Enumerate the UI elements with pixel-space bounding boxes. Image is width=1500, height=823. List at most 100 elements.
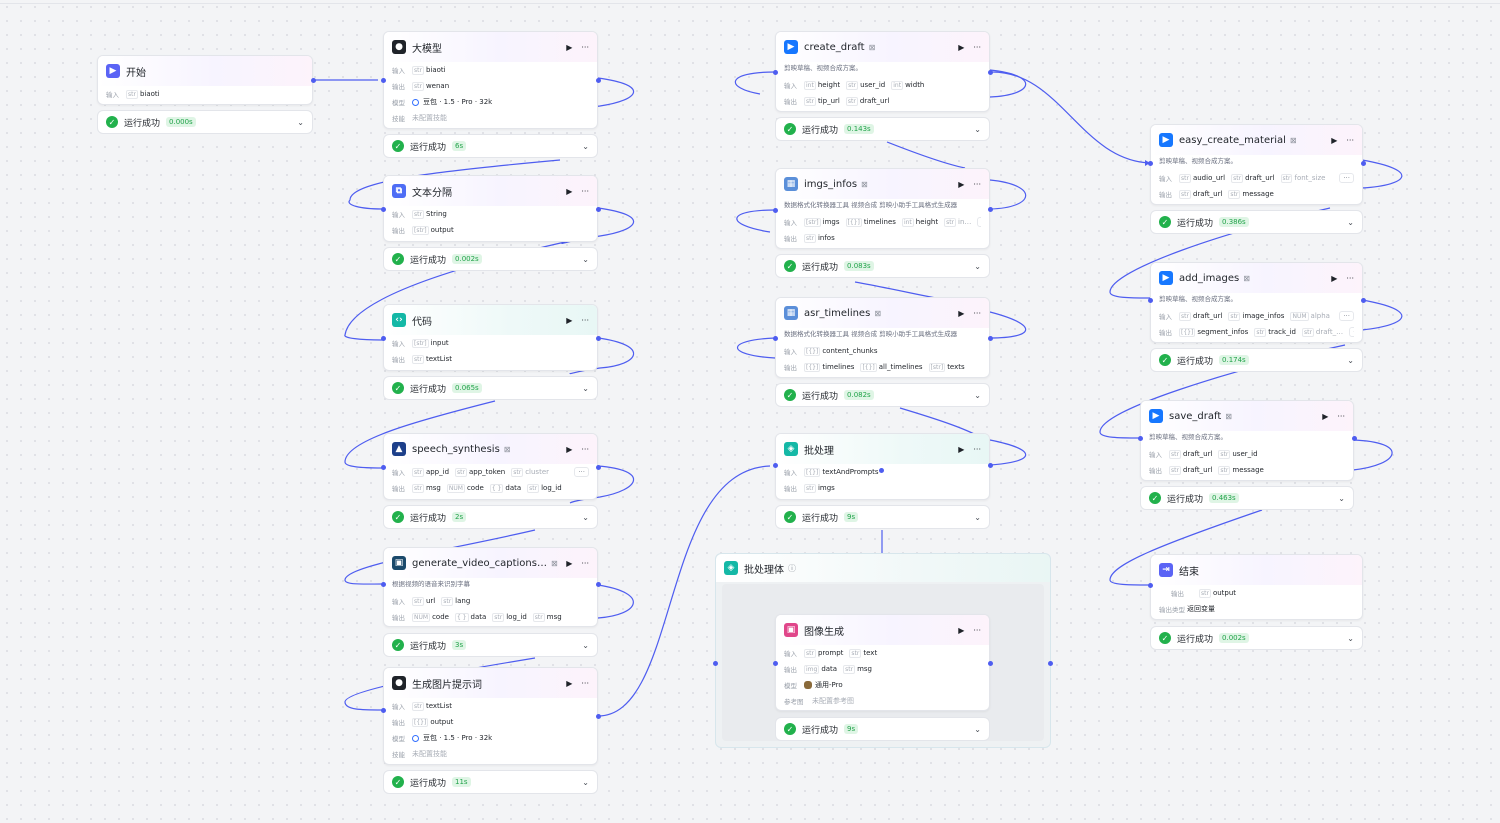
output-port[interactable] [988,70,993,75]
input-port[interactable] [773,208,778,213]
run-icon[interactable]: ▶ [958,625,965,635]
input-port[interactable] [381,582,386,587]
more-icon[interactable]: ··· [581,558,589,568]
output-port[interactable] [988,336,993,341]
output-port[interactable] [988,207,993,212]
chevron-down-icon[interactable]: ⌄ [1347,355,1354,365]
chevron-down-icon[interactable]: ⌄ [974,261,981,271]
input-port[interactable] [1138,436,1143,441]
run-icon[interactable]: ▶ [566,558,573,568]
run-icon[interactable]: ▶ [566,186,573,196]
run-icon[interactable]: ▶ [958,179,965,189]
input-port[interactable] [773,336,778,341]
run-icon[interactable]: ▶ [958,42,965,52]
run-icon[interactable]: ▶ [566,42,573,52]
input-port[interactable] [1148,583,1153,588]
output-port[interactable] [988,661,993,666]
more-icon[interactable]: ··· [581,42,589,52]
input-port[interactable] [381,465,386,470]
more-icon[interactable]: ··· [973,625,981,635]
output-port[interactable] [1361,161,1366,166]
input-port[interactable] [1148,161,1153,166]
node-imgs-infos[interactable]: ▦imgs_infos⊠▶··· 数据格式化转换器工具 视频合成 剪映小助手工具… [775,168,990,249]
output-port[interactable] [1048,661,1053,666]
chevron-down-icon[interactable]: ⌄ [974,724,981,734]
run-icon[interactable]: ▶ [1331,273,1338,283]
input-port[interactable] [773,70,778,75]
chevron-down-icon[interactable]: ⌄ [582,254,589,264]
more-outputs-button[interactable]: ··· [1349,327,1354,337]
chevron-down-icon[interactable]: ⌄ [297,117,304,127]
chevron-down-icon[interactable]: ⌄ [974,512,981,522]
run-icon[interactable]: ▶ [1331,135,1338,145]
more-icon[interactable]: ··· [1346,273,1354,283]
chevron-down-icon[interactable]: ⌄ [582,777,589,787]
run-icon[interactable]: ▶ [958,308,965,318]
node-easy-create-material[interactable]: ▶easy_create_material⊠▶··· 剪映草稿、视频合成方案。 … [1150,124,1363,205]
more-icon[interactable]: ··· [1346,135,1354,145]
more-icon[interactable]: ··· [973,308,981,318]
more-inputs-button[interactable]: ··· [977,217,981,227]
chevron-down-icon[interactable]: ⌄ [582,383,589,393]
output-port[interactable] [311,78,316,83]
output-port[interactable] [596,207,601,212]
output-port[interactable] [1352,436,1357,441]
more-icon[interactable]: ··· [581,444,589,454]
node-video-captions[interactable]: ▣generate_video_captions_s…⊠▶··· 根据视频的语音… [383,547,598,627]
chevron-down-icon[interactable]: ⌄ [1347,217,1354,227]
more-icon[interactable]: ··· [581,678,589,688]
chevron-down-icon[interactable]: ⌄ [582,640,589,650]
input-port[interactable] [381,78,386,83]
run-icon[interactable]: ▶ [566,678,573,688]
input-port[interactable] [773,661,778,666]
info-icon[interactable]: ⓘ [788,563,796,573]
more-icon[interactable]: ··· [973,444,981,454]
chevron-down-icon[interactable]: ⌄ [1347,633,1354,643]
input-port[interactable] [773,463,778,468]
more-inputs-button[interactable]: ··· [1339,173,1354,183]
output-port[interactable] [596,336,601,341]
input-port[interactable] [381,708,386,713]
output-port[interactable] [1361,298,1366,303]
more-inputs-button[interactable]: ··· [574,467,589,477]
run-icon[interactable]: ▶ [1322,411,1329,421]
more-icon[interactable]: ··· [973,42,981,52]
chevron-down-icon[interactable]: ⌄ [974,390,981,400]
run-icon[interactable]: ▶ [958,444,965,454]
more-icon[interactable]: ··· [973,179,981,189]
node-asr-timelines[interactable]: ▦asr_timelines⊠▶··· 数据格式化转换器工具 视频合成 剪映小助… [775,297,990,378]
input-port[interactable] [1148,298,1153,303]
more-icon[interactable]: ··· [581,186,589,196]
chevron-down-icon[interactable]: ⌄ [582,512,589,522]
chevron-down-icon[interactable]: ⌄ [582,141,589,151]
more-icon[interactable]: ··· [1337,411,1345,421]
batch-port[interactable] [879,468,884,473]
